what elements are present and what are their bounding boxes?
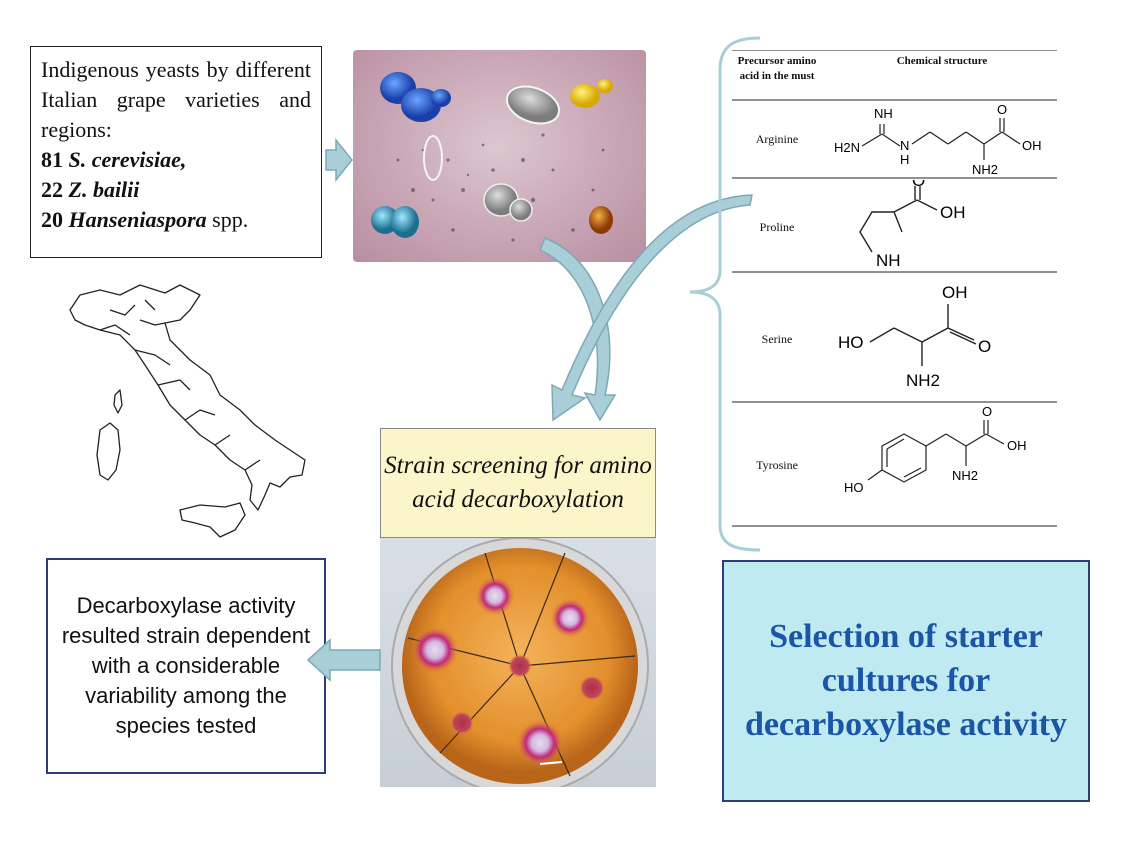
arg-h2n-label: H2N xyxy=(834,140,860,155)
arg-n-label: N xyxy=(900,138,909,153)
arrow-left-decarb xyxy=(306,638,381,682)
curved-arrow-table-to-screening xyxy=(551,194,753,422)
arg-oh-label: OH xyxy=(1022,138,1042,153)
ser-oh-top-label: OH xyxy=(942,283,968,302)
tyrosine-structure: O OH HO NH2 xyxy=(844,406,1027,495)
screening-title-box: Strain screening for amino acid decarbox… xyxy=(380,428,656,538)
yeast-row-bailii: 22 Z. bailii xyxy=(41,177,140,202)
amino-name-proline: Proline xyxy=(759,220,795,234)
serine-structure: OH HO O NH2 xyxy=(838,283,991,390)
tyr-ho-label: HO xyxy=(844,480,864,495)
yeast-intro-text: Indigenous yeasts by different Italian g… xyxy=(41,57,311,142)
italy-map xyxy=(69,284,306,538)
arg-nh-label: NH xyxy=(874,106,893,121)
yeast-sources-box: Indigenous yeasts by different Italian g… xyxy=(30,46,322,258)
tyr-nh2-label: NH2 xyxy=(952,468,978,483)
tyr-oh-label: OH xyxy=(1007,438,1027,453)
table-header-precursor: Precursor amino acid in the must xyxy=(737,55,817,82)
amino-name-serine: Serine xyxy=(761,332,793,346)
screening-title-text: Strain screening for amino acid decarbox… xyxy=(384,452,652,513)
proline-structure: O OH NH xyxy=(859,180,966,270)
petri-dish-image xyxy=(380,538,656,787)
ser-ho-label: HO xyxy=(838,333,864,352)
amino-acid-table: Precursor amino acid in the must Chemica… xyxy=(732,50,1057,530)
arg-o-label: O xyxy=(997,102,1007,117)
table-header-structure: Chemical structure xyxy=(896,55,988,67)
arg-h-label: H xyxy=(900,152,909,167)
arg-nh2-label: NH2 xyxy=(972,162,998,176)
selection-conclusion-box: Selection of starter cultures for decarb… xyxy=(722,560,1090,802)
pro-nh-label: NH xyxy=(876,251,901,270)
amino-name-tyrosine: Tyrosine xyxy=(756,458,798,472)
pro-o-label: O xyxy=(912,180,925,190)
yeast-row-cerevisiae: 81 S. cerevisiae, xyxy=(41,147,187,172)
decarboxylase-result-box: Decarboxylase activity resulted strain d… xyxy=(46,558,326,774)
arrow-right-yeast xyxy=(325,137,353,183)
pro-oh-label: OH xyxy=(940,203,966,222)
selection-conclusion-text: Selection of starter cultures for decarb… xyxy=(745,618,1067,743)
yeast-row-hanseniaspora: 20 Hanseniaspora spp. xyxy=(41,207,249,232)
arginine-structure: NH H2N N H O OH NH2 xyxy=(834,102,1042,176)
yeast-microscope-image xyxy=(353,50,646,262)
decarboxylase-result-text: Decarboxylase activity resulted strain d… xyxy=(61,593,311,738)
table-bracket xyxy=(689,36,761,552)
tyr-o-label: O xyxy=(982,406,992,419)
ser-nh2-label: NH2 xyxy=(906,371,940,390)
amino-name-arginine: Arginine xyxy=(755,132,799,146)
ser-o-label: O xyxy=(978,337,991,356)
